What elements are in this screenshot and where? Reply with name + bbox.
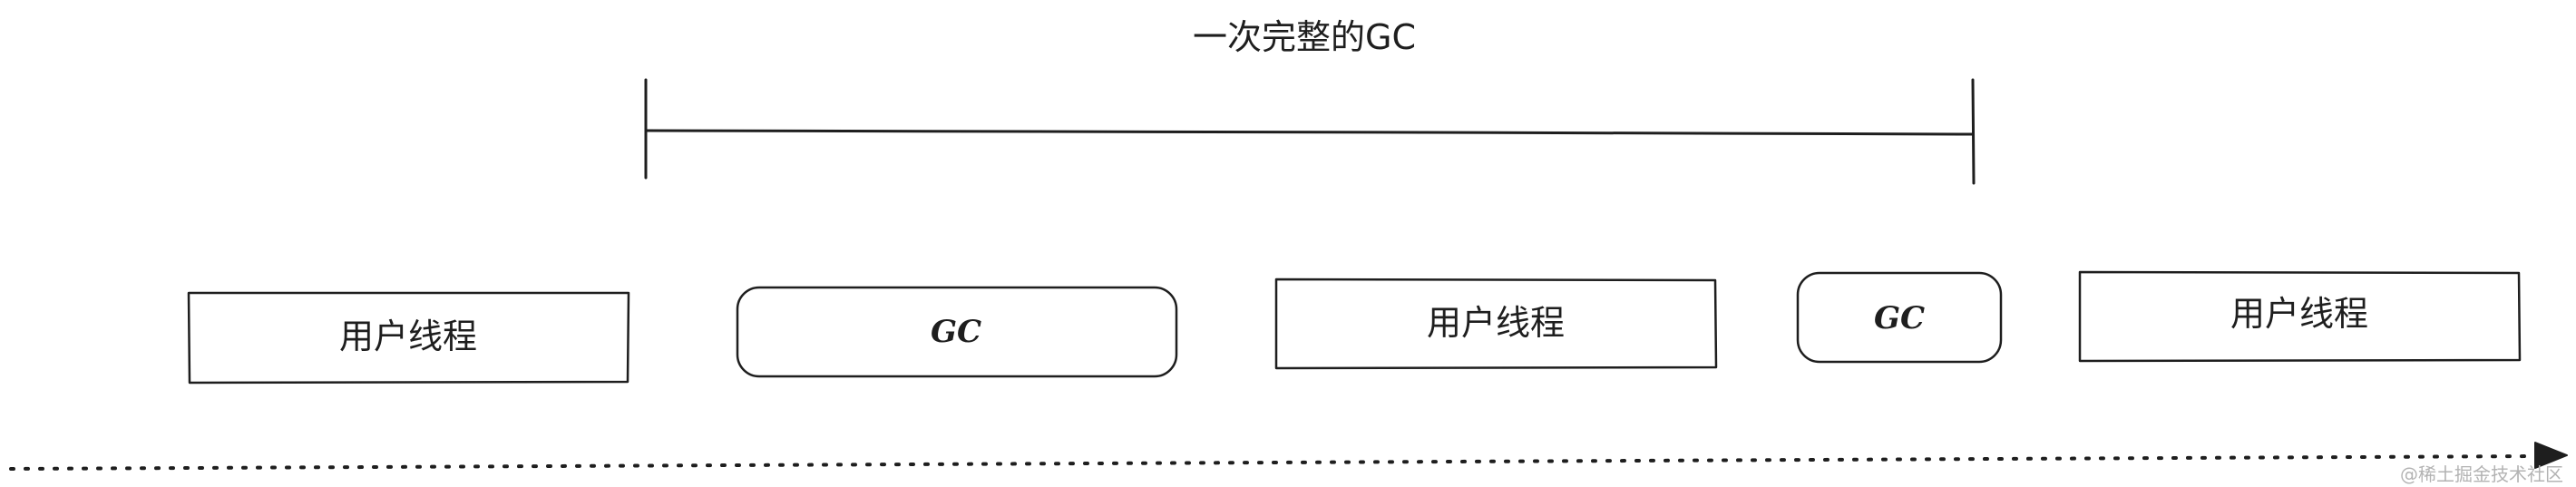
block-label: 用户线程 (339, 317, 477, 356)
bracket-span-line (645, 129, 1975, 136)
timeline-block-user-thread-3: 用户线程 (2078, 270, 2522, 363)
block-label: 用户线程 (1427, 303, 1565, 343)
full-gc-bracket (644, 78, 1976, 185)
timeline-block-gc-2: GC (1796, 271, 2003, 364)
diagram-title: 一次完整的GC (1193, 17, 1416, 57)
watermark-text: @稀土掘金技术社区 (2400, 463, 2563, 485)
block-outline (2078, 270, 2522, 363)
timeline-block-gc-1: GC (736, 286, 1178, 378)
block-outline (1796, 271, 2003, 364)
block-outline (187, 291, 630, 385)
block-outline (1274, 278, 1718, 370)
block-label: GC (931, 314, 981, 350)
bracket-right-tick (1971, 78, 1976, 185)
time-axis-arrowhead-icon (2534, 442, 2568, 469)
time-axis-arrow (9, 442, 2568, 471)
time-axis-line (9, 454, 2537, 471)
timeline-block-user-thread-2: 用户线程 (1274, 278, 1718, 370)
timeline-block-user-thread-1: 用户线程 (187, 291, 630, 385)
block-label: GC (1874, 300, 1925, 336)
block-outline (736, 286, 1178, 378)
block-label: 用户线程 (2230, 294, 2368, 334)
